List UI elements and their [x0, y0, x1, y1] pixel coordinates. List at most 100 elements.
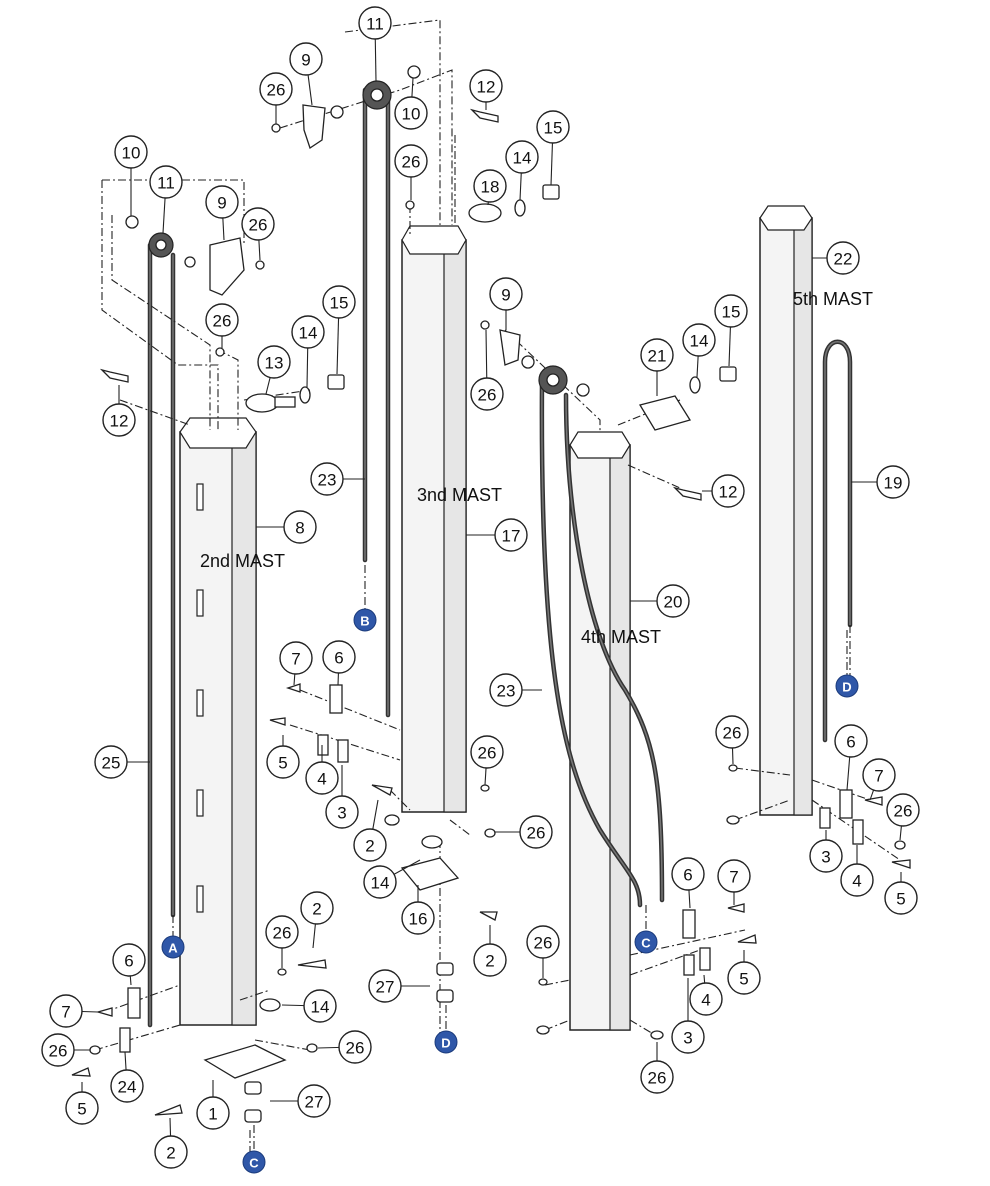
callout-10: 10	[114, 135, 148, 169]
callout-circle	[94, 745, 128, 779]
callout-circle	[279, 641, 313, 675]
callout-17: 17	[494, 518, 528, 552]
callout-number: 3	[821, 848, 830, 867]
callout-number: 23	[497, 682, 516, 701]
slide-pad-icon	[682, 909, 696, 939]
callout-26: 26	[886, 793, 920, 827]
callout-circle	[727, 961, 761, 995]
bolt-icon	[154, 1104, 183, 1116]
washer-icon	[259, 998, 281, 1012]
callout-circle	[322, 640, 356, 674]
callout-26: 26	[338, 1030, 372, 1064]
callout-circle	[283, 510, 317, 544]
callout-6: 6	[112, 943, 146, 977]
callout-circle	[154, 1135, 188, 1169]
connector-D: D	[835, 674, 859, 698]
callout-circle	[505, 140, 539, 174]
callout-number: 26	[478, 744, 497, 763]
callout-26: 26	[519, 815, 553, 849]
callout-circle	[310, 462, 344, 496]
small-washer-icon	[89, 1045, 101, 1055]
connector-letter: A	[168, 941, 178, 956]
callout-circle	[112, 943, 146, 977]
callout-circle	[711, 474, 745, 508]
callout-number: 6	[334, 649, 343, 668]
callout-number: 26	[723, 724, 742, 743]
callout-circle	[489, 673, 523, 707]
callout-number: 26	[49, 1042, 68, 1061]
callout-number: 1	[208, 1105, 217, 1124]
bracket-icon	[209, 237, 245, 296]
callout-circle	[291, 315, 325, 349]
callout-number: 9	[301, 51, 310, 70]
bolt-icon	[269, 717, 286, 726]
washer-icon	[521, 355, 535, 369]
callout-number: 26	[527, 824, 546, 843]
callout-circle	[257, 345, 291, 379]
small-washer-icon	[480, 320, 490, 330]
callout-number: 12	[477, 78, 496, 97]
callout-2: 2	[473, 943, 507, 977]
callout-23: 23	[310, 462, 344, 496]
second-mast	[179, 417, 257, 1026]
callout-26: 26	[394, 144, 428, 178]
callout-circle	[640, 1060, 674, 1094]
bolt-icon	[285, 683, 301, 693]
callout-circle	[65, 1091, 99, 1125]
washer-icon	[299, 386, 311, 404]
callout-2: 2	[154, 1135, 188, 1169]
callout-circle	[671, 857, 705, 891]
callout-circle	[470, 735, 504, 769]
callout-circle	[303, 989, 337, 1023]
second-mast-label: 2nd MAST	[200, 551, 285, 571]
callout-26: 26	[640, 1060, 674, 1094]
nut-icon	[436, 989, 454, 1003]
small-washer-icon	[271, 123, 281, 133]
washer-icon	[184, 256, 196, 268]
callout-3: 3	[325, 795, 359, 829]
callout-circle	[102, 403, 136, 437]
callout-number: 4	[852, 872, 861, 891]
callout-number: 16	[409, 910, 428, 929]
washer-icon	[384, 814, 400, 826]
callout-number: 11	[366, 15, 384, 34]
callout-circle	[338, 1030, 372, 1064]
callout-circle	[714, 294, 748, 328]
small-washer-icon	[255, 260, 265, 270]
callout-26: 26	[470, 735, 504, 769]
callout-circle	[394, 144, 428, 178]
washer-icon	[650, 1030, 664, 1040]
bolt-icon	[737, 934, 757, 944]
callout-12: 12	[469, 69, 503, 103]
callout-3: 3	[671, 1020, 705, 1054]
callout-6: 6	[834, 724, 868, 758]
pulley-hub-icon	[370, 88, 384, 102]
small-washer-icon	[215, 347, 225, 357]
callout-number: 12	[110, 412, 129, 431]
bolt-icon	[99, 368, 129, 383]
bracket-icon	[499, 329, 521, 366]
callout-number: 6	[846, 733, 855, 752]
callout-13: 13	[257, 345, 291, 379]
connector-A: A	[161, 935, 185, 959]
callout-11: 11	[149, 165, 183, 199]
callout-number: 14	[690, 332, 709, 351]
callout-number: 15	[544, 119, 563, 138]
callout-number: 9	[501, 286, 510, 305]
callout-circle	[114, 135, 148, 169]
callout-11: 11	[358, 6, 392, 40]
callout-5: 5	[884, 881, 918, 915]
callout-number: 14	[299, 324, 318, 343]
callout-number: 13	[265, 354, 284, 373]
callout-number: 4	[317, 770, 326, 789]
callout-9: 9	[205, 185, 239, 219]
connector-circle	[634, 930, 658, 954]
callout-15: 15	[322, 285, 356, 319]
callout-circle	[41, 1033, 75, 1067]
callout-circle	[717, 859, 751, 893]
mast-labels: 2nd MAST 3nd MAST 4th MAST 5th MAST	[200, 289, 873, 647]
callout-circle	[196, 1096, 230, 1130]
washer-icon	[330, 105, 344, 119]
callout-number: 6	[683, 866, 692, 885]
